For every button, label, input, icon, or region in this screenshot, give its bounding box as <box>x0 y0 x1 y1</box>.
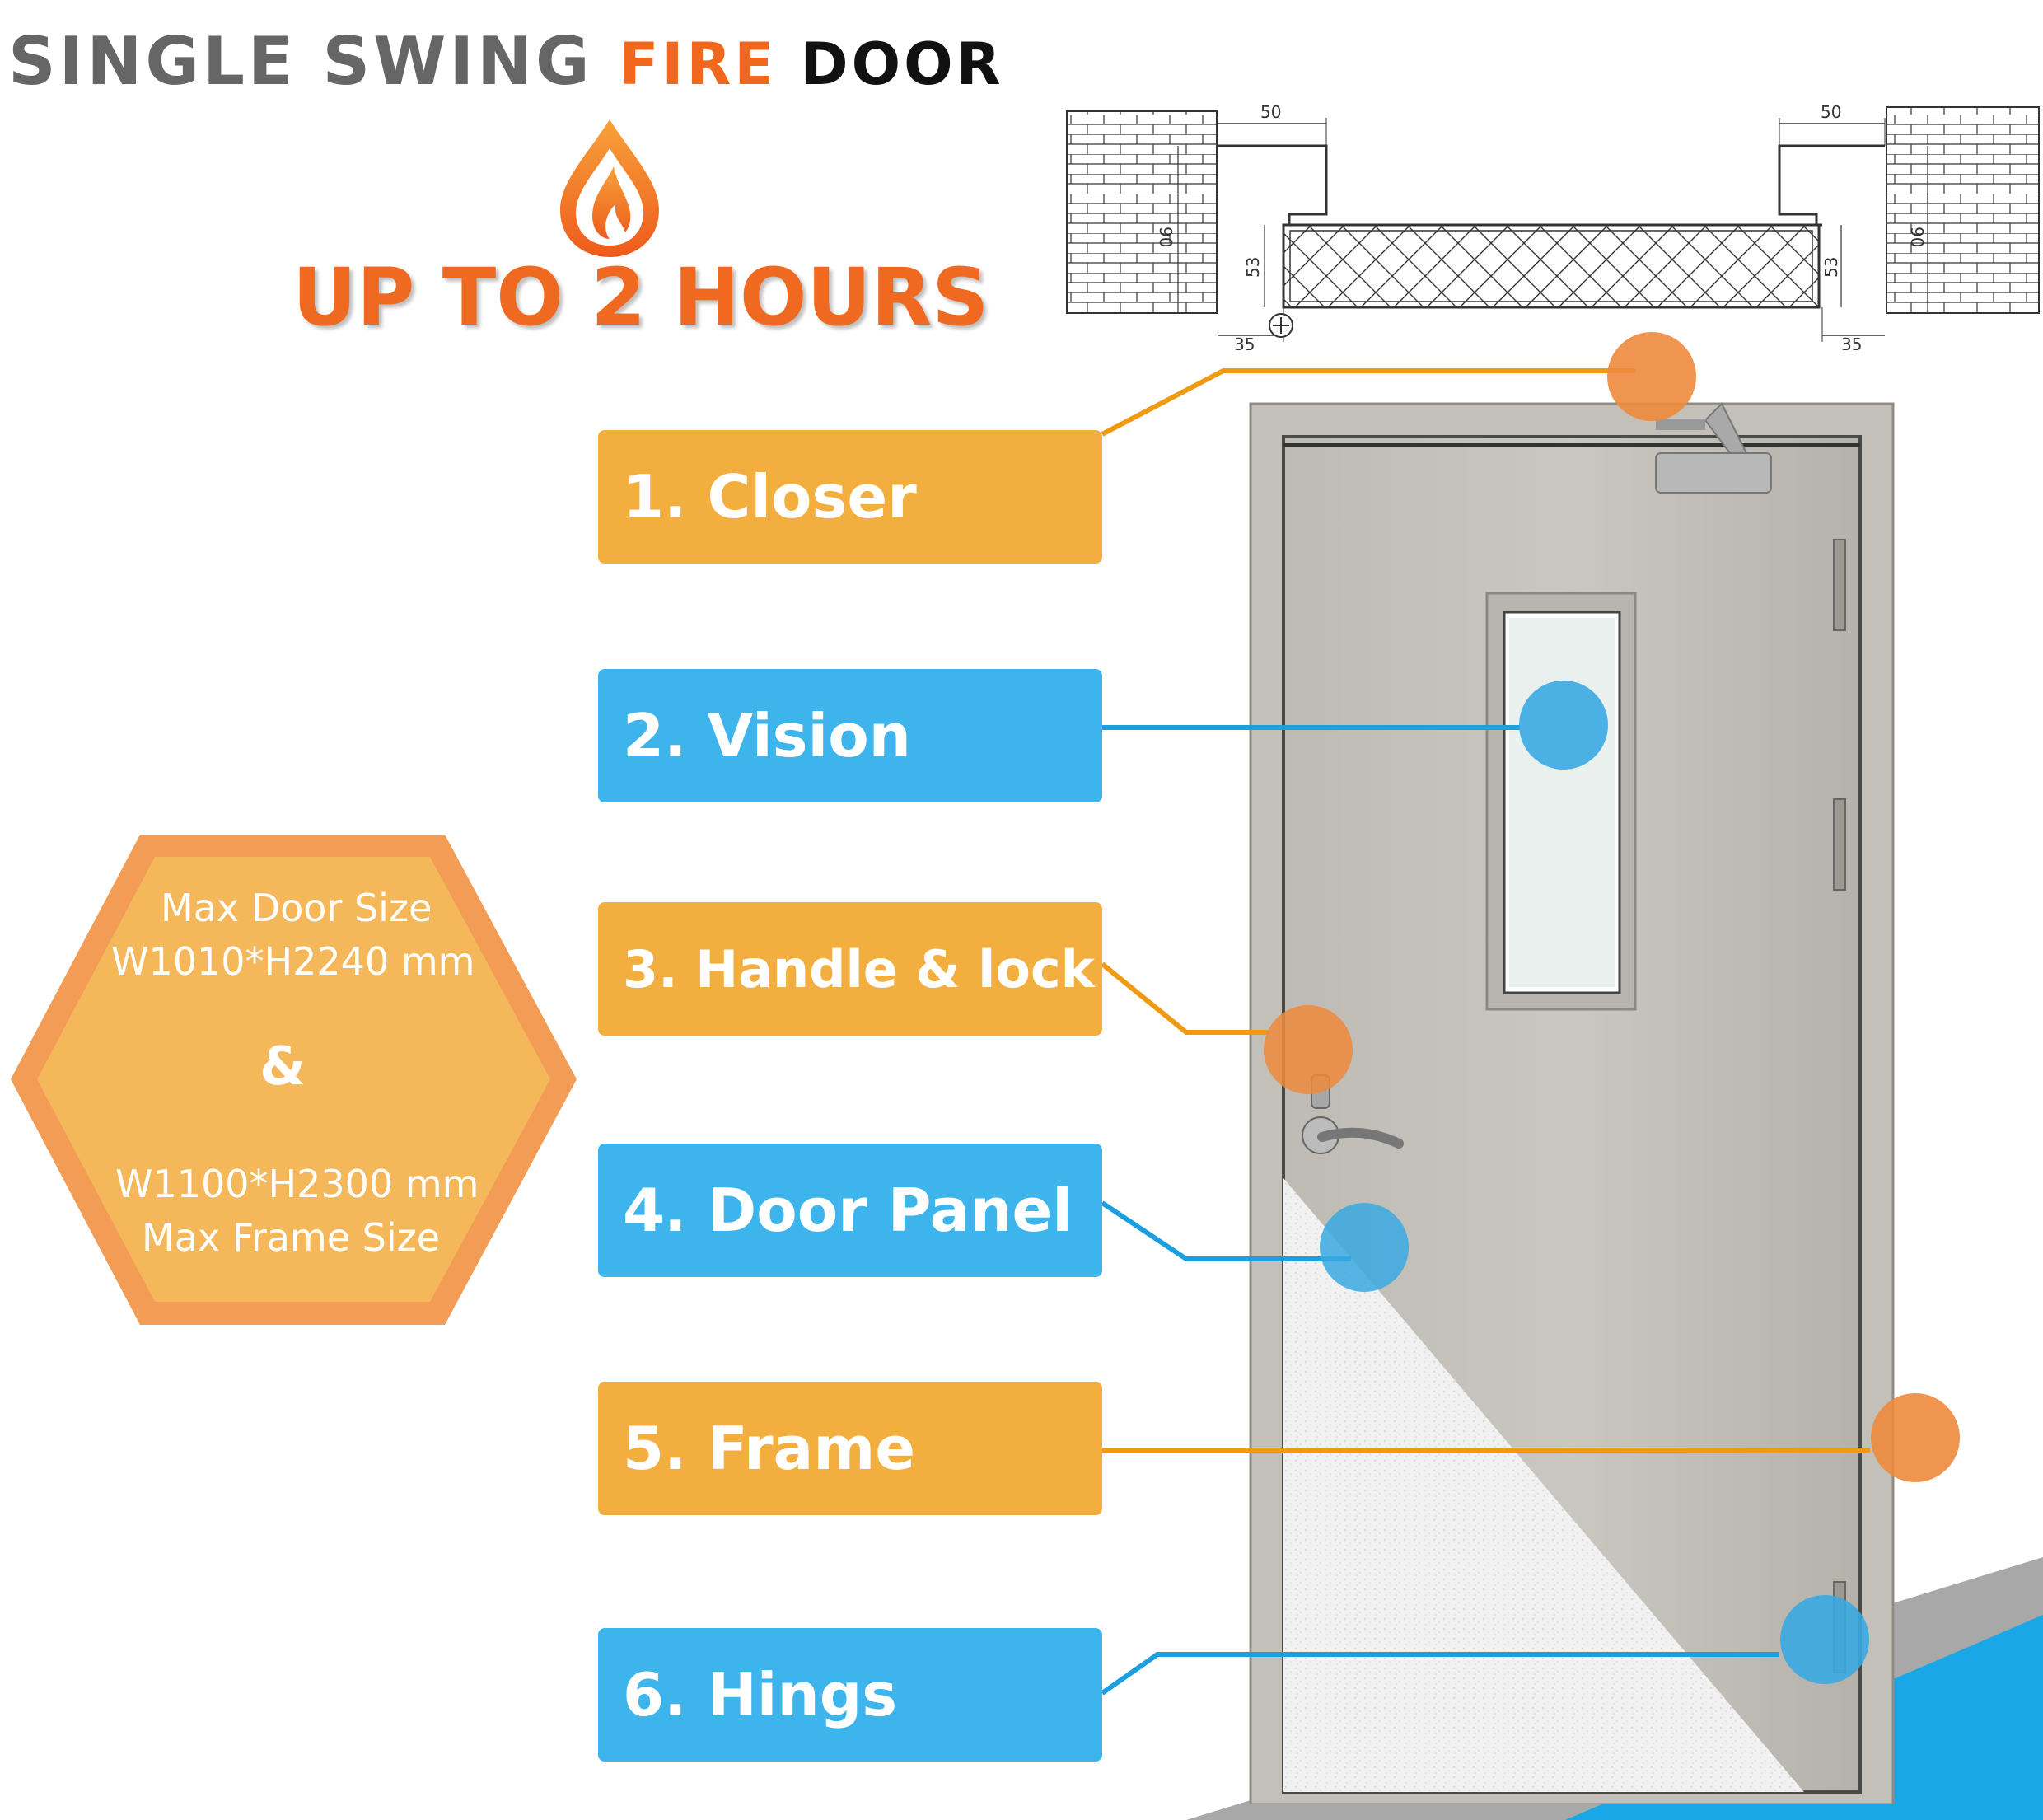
dim-53-right: 53 <box>1821 257 1841 278</box>
dim-90-left: 90 <box>1156 227 1176 247</box>
flame-icon <box>560 119 659 257</box>
dim-90-right: 90 <box>1907 227 1927 247</box>
label-handle-lock: 3. Handle & lock <box>598 902 1102 1036</box>
dim-50-left: 50 <box>1260 102 1281 122</box>
label-vision: 2. Vision <box>598 669 1102 802</box>
size-hexagon <box>11 835 577 1325</box>
label-closer: 1. Closer <box>598 430 1102 564</box>
title-part-single-swing: SINGLE SWING <box>8 23 619 100</box>
ampersand: & <box>259 1036 306 1097</box>
marker-door-panel <box>1320 1203 1409 1292</box>
marker-frame <box>1871 1393 1960 1482</box>
marker-handle <box>1264 1005 1353 1094</box>
dim-53-left: 53 <box>1243 257 1263 278</box>
dim-35-left: 35 <box>1234 335 1255 350</box>
max-frame-size-label: Max Frame Size <box>142 1215 441 1260</box>
max-frame-size-value: W1100*H2300 mm <box>115 1162 479 1206</box>
label-frame: 5. Frame <box>598 1382 1102 1515</box>
dim-35-right: 35 <box>1841 335 1862 350</box>
max-door-size-label: Max Door Size <box>161 886 432 930</box>
title-part-door: DOOR <box>777 30 1004 98</box>
max-door-size-value: W1010*H2240 mm <box>111 939 475 984</box>
marker-vision <box>1519 681 1608 770</box>
duration-headline: UP TO 2 HOURS <box>292 251 989 344</box>
frame-section-drawing: 50 50 90 90 53 53 35 35 <box>1066 102 2040 350</box>
title-part-fire: FIRE <box>619 30 778 98</box>
marker-hinges <box>1780 1595 1869 1684</box>
marker-closer <box>1607 332 1696 421</box>
label-hinges: 6. Hings <box>598 1628 1102 1762</box>
page-title: SINGLE SWING FIRE DOOR <box>8 23 1004 100</box>
label-door-panel: 4. Door Panel <box>598 1144 1102 1277</box>
door-photo <box>1249 402 1895 1804</box>
dim-50-right: 50 <box>1821 102 1841 122</box>
